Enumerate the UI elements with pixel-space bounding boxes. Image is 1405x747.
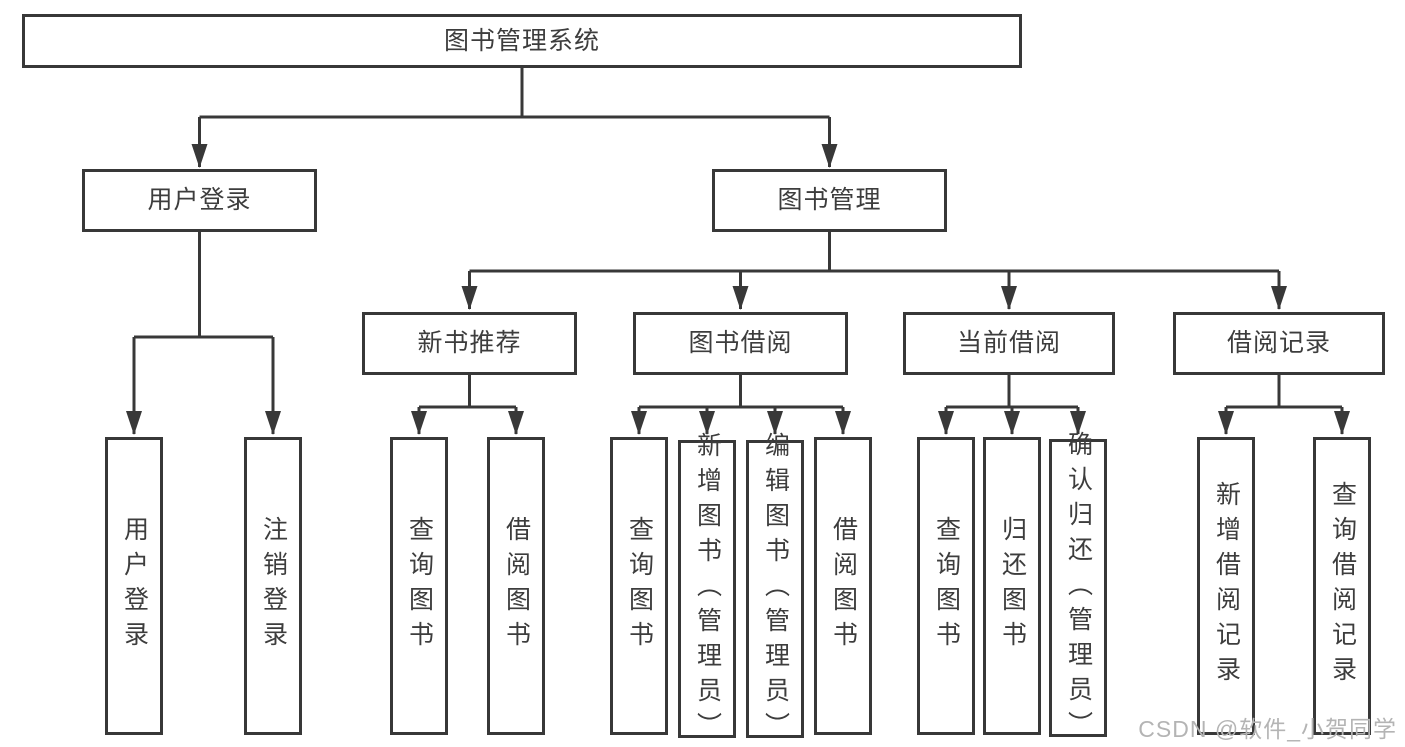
leaf-logout-label: 注销登录: [259, 516, 288, 656]
node-user-login: 用户登录: [82, 169, 317, 232]
leaf-br-query-record: 查询借阅记录: [1313, 437, 1371, 735]
leaf-br-query-record-label: 查询借阅记录: [1328, 481, 1357, 691]
leaf-br-add-record: 新增借阅记录: [1197, 437, 1255, 735]
leaf-user-login: 用户登录: [105, 437, 163, 735]
csdn-watermark: CSDN @软件_小贺同学: [1138, 716, 1397, 742]
node-book-borrow-label: 图书借阅: [688, 329, 793, 357]
leaf-user-login-label: 用户登录: [120, 516, 149, 656]
node-user-login-label: 用户登录: [147, 186, 252, 214]
leaf-bb-borrow-books: 借阅图书: [814, 437, 872, 735]
leaf-nbr-query-books: 查询图书: [390, 437, 448, 735]
leaf-cb-query-books-label: 查询图书: [932, 516, 961, 656]
leaf-nbr-borrow-books-label: 借阅图书: [502, 516, 531, 656]
node-root: 图书管理系统: [22, 14, 1022, 68]
node-book-management-label: 图书管理: [777, 186, 882, 214]
node-borrow-records-label: 借阅记录: [1226, 329, 1331, 357]
leaf-bb-edit-books: 编辑图书（管理员）: [746, 432, 804, 747]
leaf-cb-confirm-return: 确认归还（管理员）: [1049, 431, 1107, 746]
leaf-cb-confirm-return-label: 确认归还（管理员）: [1064, 430, 1093, 746]
leaf-logout: 注销登录: [244, 437, 302, 735]
leaf-bb-borrow-books-label: 借阅图书: [829, 516, 858, 656]
leaf-cb-query-books: 查询图书: [917, 437, 975, 735]
leaf-nbr-query-books-label: 查询图书: [405, 516, 434, 656]
node-new-book-recommend: 新书推荐: [362, 312, 577, 375]
node-current-borrow-label: 当前借阅: [956, 329, 1061, 357]
leaf-bb-query-books-label: 查询图书: [625, 516, 654, 656]
node-current-borrow: 当前借阅: [903, 312, 1115, 375]
leaf-bb-add-books: 新增图书（管理员）: [678, 432, 736, 747]
leaf-nbr-borrow-books: 借阅图书: [487, 437, 545, 735]
leaf-br-add-record-label: 新增借阅记录: [1212, 481, 1241, 691]
node-book-management: 图书管理: [712, 169, 947, 232]
node-borrow-records: 借阅记录: [1173, 312, 1385, 375]
leaf-cb-return-books-label: 归还图书: [998, 516, 1027, 656]
node-book-borrow: 图书借阅: [633, 312, 848, 375]
leaf-cb-return-books: 归还图书: [983, 437, 1041, 735]
leaf-bb-query-books: 查询图书: [610, 437, 668, 735]
leaf-bb-edit-books-label: 编辑图书（管理员）: [761, 431, 790, 747]
leaf-bb-add-books-label: 新增图书（管理员）: [693, 431, 722, 747]
node-root-label: 图书管理系统: [443, 26, 600, 55]
node-new-book-recommend-label: 新书推荐: [417, 329, 522, 357]
